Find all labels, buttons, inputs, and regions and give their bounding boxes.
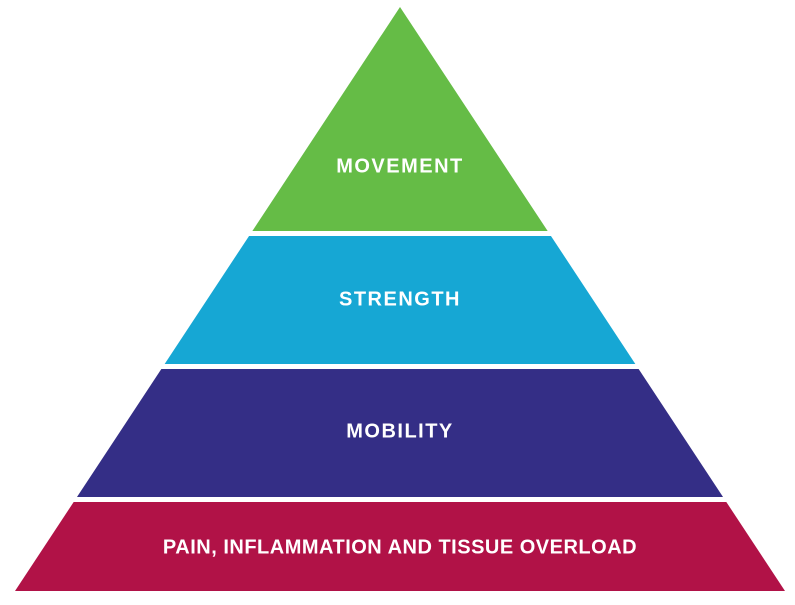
pyramid-layer-pain (15, 502, 785, 591)
pyramid-label-mobility: MOBILITY (346, 420, 454, 443)
pyramid-label-pain: PAIN, INFLAMMATION AND TISSUE OVERLOAD (162, 536, 638, 559)
pyramid-label-strength: STRENGTH (339, 288, 461, 311)
pyramid-label-movement: MOVEMENT (336, 155, 464, 178)
pyramid-layer-movement (15, 7, 785, 231)
